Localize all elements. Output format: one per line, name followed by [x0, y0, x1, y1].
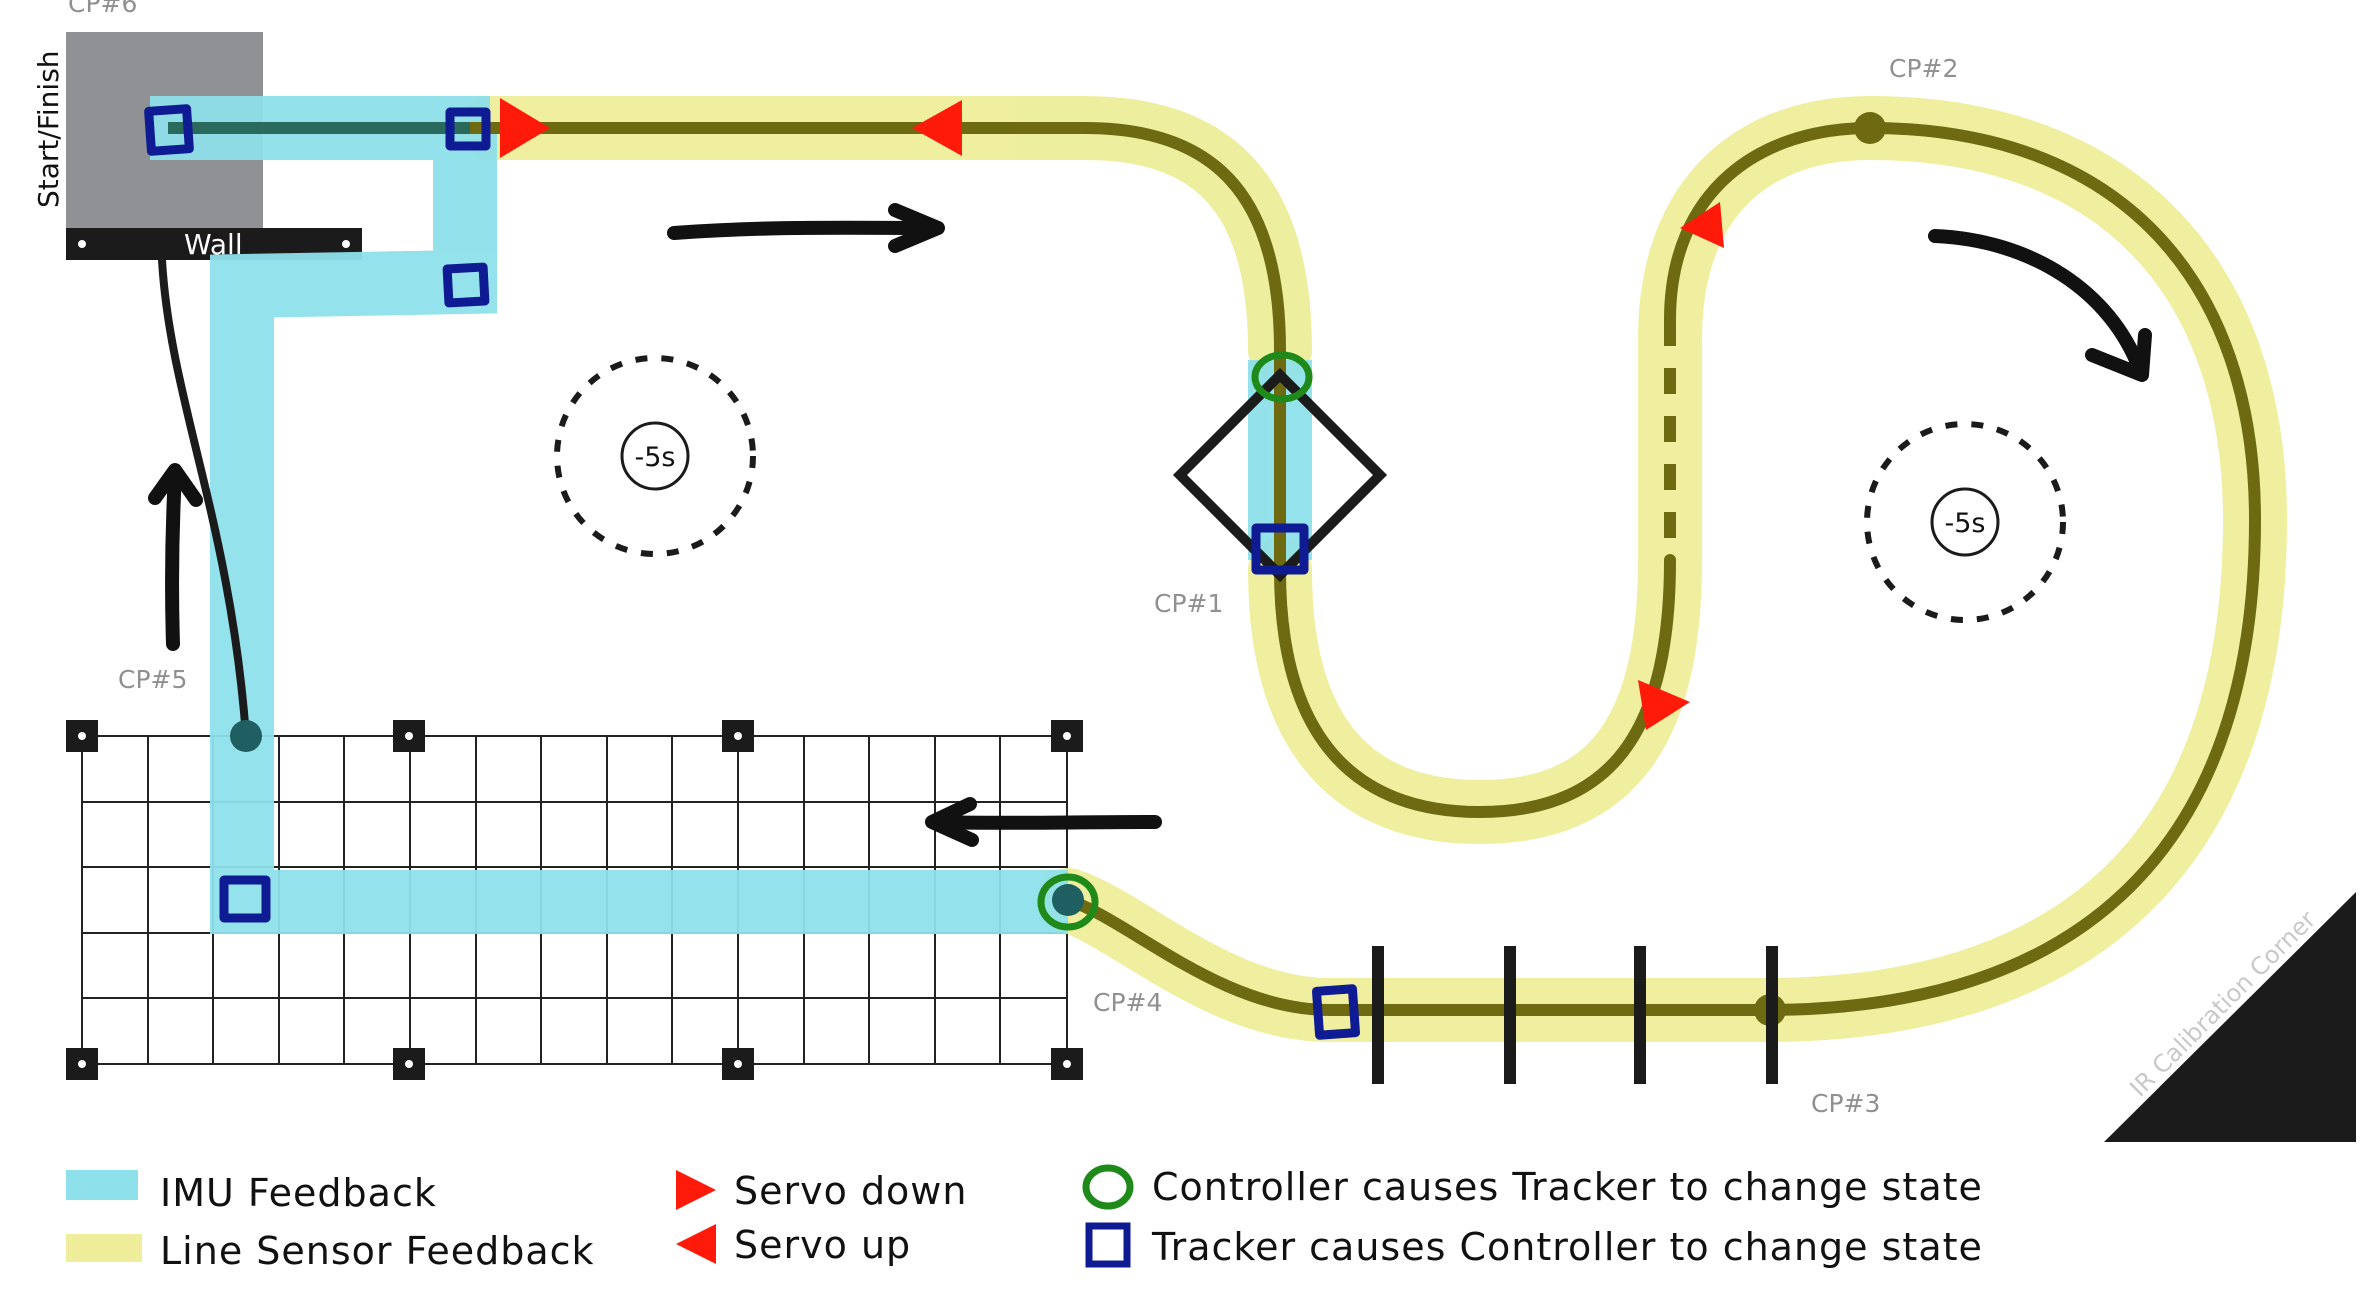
direction-arrows — [148, 203, 2152, 847]
start-finish-label: Start/Finish — [32, 50, 65, 208]
track-line — [256, 122, 2261, 1016]
cp2-point — [1854, 112, 1886, 144]
wall-cable — [158, 256, 250, 740]
cp4-label: CP#4 — [1093, 988, 1162, 1017]
servo-up-marker — [912, 100, 962, 156]
arrow-up — [164, 467, 182, 651]
legend-tracker-label: Tracker causes Controller to change stat… — [1151, 1225, 1983, 1269]
legend-line-sensor-swatch — [66, 1234, 142, 1262]
arrow-left — [928, 815, 1162, 830]
legend-tracker-icon — [1085, 1222, 1131, 1268]
servo-up-marker — [1680, 202, 1724, 248]
servo-down-marker — [500, 98, 550, 158]
tracker-markers — [144, 104, 1360, 1040]
cp2-label: CP#2 — [1889, 54, 1958, 83]
legend: IMU Feedback Line Sensor Feedback Servo … — [66, 1164, 1983, 1273]
cp5-label: CP#5 — [118, 665, 187, 694]
legend-controller-label: Controller causes Tracker to change stat… — [1152, 1165, 1983, 1209]
arrow-up-head — [148, 463, 203, 507]
cp5-point — [230, 720, 262, 752]
cp1-label: CP#1 — [1154, 589, 1223, 618]
wall-bolt-left — [78, 240, 86, 248]
arrow-curve-head — [2085, 328, 2152, 382]
arrow-right-head — [888, 203, 945, 253]
legend-controller-icon — [1082, 1164, 1134, 1210]
penalty-label-left: -5s — [635, 442, 676, 473]
arrow-curve — [1928, 229, 2147, 377]
grid-post-dots — [78, 732, 1071, 1068]
penalty-label-right: -5s — [1945, 508, 1986, 539]
penalty-zone-left — [554, 355, 756, 557]
cp6-label: CP#6 — [68, 0, 137, 18]
ir-calibration-corner — [2104, 892, 2356, 1142]
servo-down-marker — [1638, 680, 1690, 730]
penalty-badge-right — [1930, 487, 2000, 557]
arrow-right — [667, 220, 942, 240]
wall-bolt-right — [342, 240, 350, 248]
penalty-badge-left — [620, 421, 690, 491]
controller-markers — [1037, 351, 1313, 931]
legend-servo-down-label: Servo down — [734, 1169, 967, 1213]
cp4-point — [1052, 884, 1084, 916]
servo-markers — [500, 98, 1724, 730]
penalty-zone-right — [1864, 421, 2066, 623]
legend-imu-swatch — [66, 1170, 138, 1200]
legend-imu-label: IMU Feedback — [160, 1171, 437, 1215]
legend-servo-down-icon — [676, 1170, 716, 1210]
legend-line-sensor-label: Line Sensor Feedback — [160, 1229, 595, 1273]
legend-servo-up-icon — [676, 1224, 716, 1264]
cp1-diamond — [1172, 367, 1388, 583]
cp3-crossbars — [1372, 946, 1778, 1084]
cp3-label: CP#3 — [1811, 1089, 1880, 1118]
arrow-left-head — [925, 797, 979, 847]
legend-servo-up-label: Servo up — [734, 1223, 911, 1267]
